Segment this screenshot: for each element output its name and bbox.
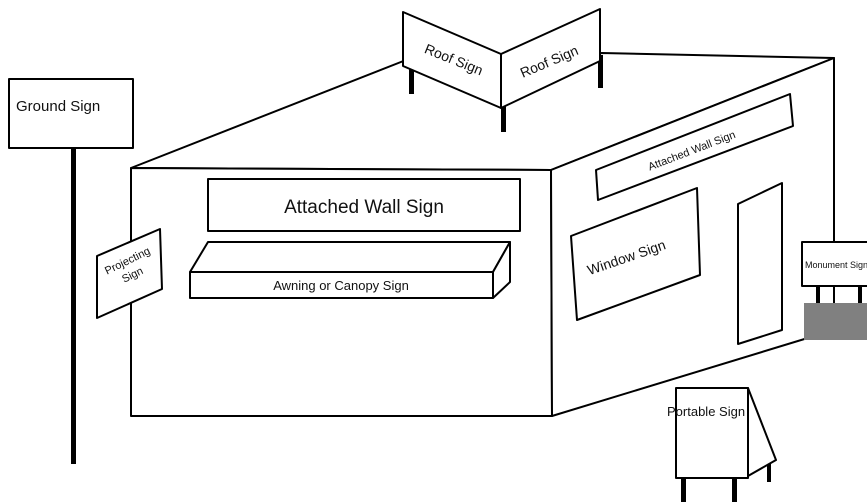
monument-sign-base bbox=[804, 303, 867, 340]
roof-signs: Roof Sign Roof Sign bbox=[402, 8, 603, 132]
monument-sign-panel bbox=[801, 241, 867, 287]
attached-wall-sign-front-panel bbox=[207, 178, 521, 232]
building-door bbox=[737, 182, 783, 345]
ground-sign-panel bbox=[8, 78, 134, 149]
portable-sign-front-panel bbox=[675, 387, 749, 479]
awning-sign-top bbox=[189, 241, 511, 273]
window-sign: Window Sign bbox=[570, 187, 701, 321]
ground-sign: Ground Sign bbox=[8, 78, 134, 464]
portable-sign: Portable Sign bbox=[667, 387, 777, 502]
window-sign-panel bbox=[570, 187, 701, 321]
projecting-sign-panel bbox=[96, 228, 163, 319]
portable-sign-back-leg bbox=[767, 457, 771, 482]
roof-sign-post-center bbox=[501, 104, 506, 132]
portable-sign-back-panel bbox=[747, 387, 777, 477]
portable-sign-leg-left bbox=[681, 478, 686, 502]
building bbox=[130, 52, 835, 417]
monument-sign-label: Monument Sign bbox=[805, 260, 867, 270]
attached-wall-sign-front: Attached Wall Sign bbox=[207, 178, 521, 232]
ground-sign-post bbox=[71, 148, 76, 464]
projecting-sign: Projecting Sign bbox=[96, 228, 163, 319]
monument-sign-leg-left bbox=[816, 285, 820, 303]
ground-sign-label: Ground Sign bbox=[16, 98, 100, 115]
attached-wall-sign-front-label: Attached Wall Sign bbox=[284, 197, 444, 218]
roof-sign-right-panel bbox=[500, 8, 601, 109]
monument-sign: Monument Sign bbox=[801, 241, 867, 340]
awning-sign: Awning or Canopy Sign bbox=[189, 241, 511, 299]
awning-sign-face bbox=[189, 271, 494, 299]
roof-sign-post-right bbox=[598, 55, 603, 88]
roof-sign-post-left bbox=[409, 66, 414, 94]
portable-sign-label: Portable Sign bbox=[667, 404, 745, 419]
attached-wall-sign-side-panel bbox=[595, 93, 794, 201]
monument-sign-leg-right bbox=[858, 285, 862, 303]
portable-sign-leg-right bbox=[732, 478, 737, 502]
awning-sign-label: Awning or Canopy Sign bbox=[273, 278, 409, 293]
